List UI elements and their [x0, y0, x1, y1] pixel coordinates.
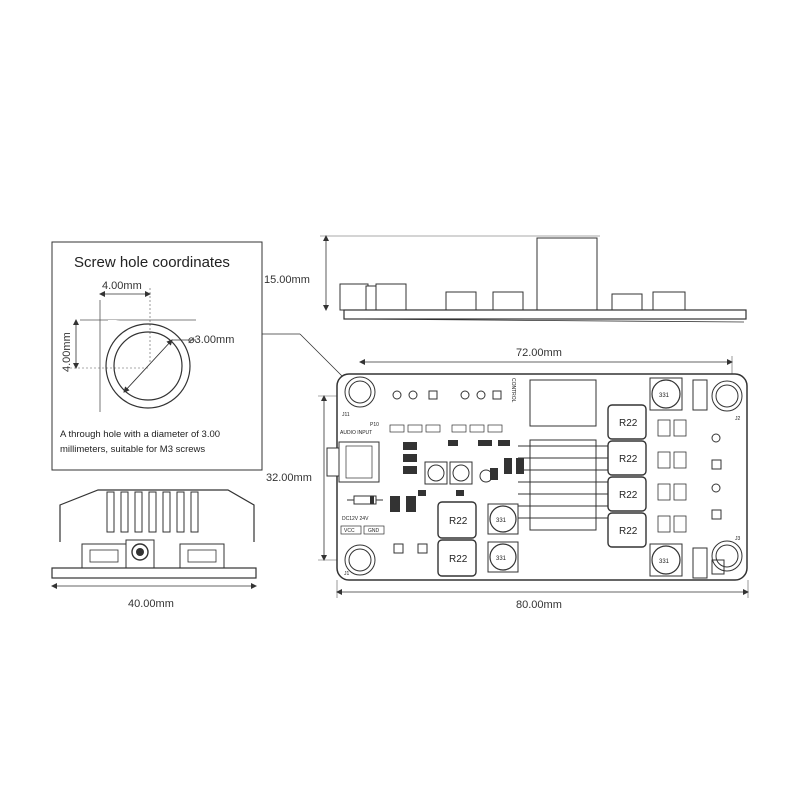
cap-left-2: 331 [487, 541, 519, 573]
mounting-hole-br [711, 540, 743, 572]
side-jack [339, 283, 369, 311]
label-dc-input: DC12V 24V [342, 516, 369, 522]
label-j1: J1 [344, 571, 350, 577]
svg-text:R22: R22 [619, 454, 638, 465]
svg-text:331: 331 [496, 518, 507, 524]
hole-inner-ring [113, 331, 183, 401]
side-heatsink [536, 237, 598, 311]
inset-leader-diag [299, 333, 347, 381]
inset-note: A through hole with a diameter of 3.00 m… [60, 429, 221, 455]
front-dim-label: 40.00mm [128, 598, 174, 610]
screw-hole-inset: 4.00mm 4.00mm ⌀3.00mm [51, 241, 263, 471]
header-pads-top [392, 390, 502, 400]
svg-text:R22: R22 [619, 526, 638, 537]
side-cap-3 [611, 293, 643, 311]
front-connector-left [81, 543, 127, 569]
svg-text:331: 331 [496, 556, 507, 562]
trim-pot-1 [424, 461, 448, 485]
front-connector-right [179, 543, 225, 569]
svg-text:R22: R22 [619, 490, 638, 501]
label-j3: J3 [735, 536, 741, 542]
label-p10: P10 [370, 422, 379, 428]
pad-square-2 [417, 543, 428, 554]
cap-right-1: 331 [649, 377, 683, 411]
right-smd-parts [657, 419, 687, 533]
top-view: 72.00mm 32.00mm 80.00mm J11 J1 [266, 347, 749, 611]
front-heatsink-fins [106, 491, 199, 533]
small-cap-top [479, 469, 493, 483]
speaker-terminal-pads [692, 379, 725, 579]
pad-square-1 [393, 543, 404, 554]
svg-text:R22: R22 [619, 418, 638, 429]
side-pcb [343, 309, 747, 320]
label-vcc: VCC [344, 528, 355, 534]
front-heatsink-body [59, 489, 255, 542]
cap-left-1: 331 [487, 503, 519, 535]
inductor-left-2: R22 [437, 539, 477, 577]
inductor-left-1: R22 [437, 501, 477, 539]
label-j11: J11 [342, 412, 350, 418]
side-cap-4 [652, 291, 686, 311]
inductor-right-3: R22 [607, 476, 647, 512]
front-pcb [51, 567, 257, 579]
front-view: 40.00mm [51, 489, 257, 610]
audio-jack [326, 441, 380, 483]
trim-pot-2 [449, 461, 473, 485]
mounting-hole-tl [344, 376, 376, 408]
svg-text:R22: R22 [449, 516, 468, 527]
terminal-label-row [389, 424, 503, 433]
inductor-right-1: R22 [607, 404, 647, 440]
label-gnd: GND [368, 528, 380, 534]
top-dim-32-label: 32.00mm [266, 472, 312, 484]
svg-text:331: 331 [659, 559, 670, 565]
side-cap-2 [492, 291, 524, 311]
svg-text:331: 331 [659, 393, 670, 399]
hole-diameter-line [123, 339, 173, 393]
mounting-hole-bl [344, 544, 376, 576]
inductor-right-4: R22 [607, 512, 647, 548]
mounting-hole-tr [711, 380, 743, 412]
side-connector [375, 283, 407, 311]
top-heatsink [518, 379, 608, 531]
top-dim-72-label: 72.00mm [516, 347, 562, 359]
inset-dim-diameter-label: ⌀3.00mm [188, 334, 234, 346]
label-j2: J2 [735, 416, 741, 422]
inset-dim-v-label: 4.00mm [61, 332, 73, 372]
inductor-right-2: R22 [607, 440, 647, 476]
label-control: CONTROL [510, 378, 516, 403]
label-audio-input: AUDIO INPUT [340, 430, 372, 436]
side-cap-1 [445, 291, 477, 311]
side-view: 15.00mm [264, 235, 747, 323]
hole-outer-ring [105, 323, 191, 409]
side-dim-label: 15.00mm [264, 274, 310, 286]
cap-right-2: 331 [649, 543, 683, 577]
svg-text:R22: R22 [449, 554, 468, 565]
smd-parts [347, 440, 524, 512]
top-dim-80-label: 80.00mm [516, 599, 562, 611]
inset-dim-h-label: 4.00mm [102, 280, 142, 292]
inset-title: Screw hole coordinates [74, 254, 230, 271]
diode [353, 495, 377, 505]
